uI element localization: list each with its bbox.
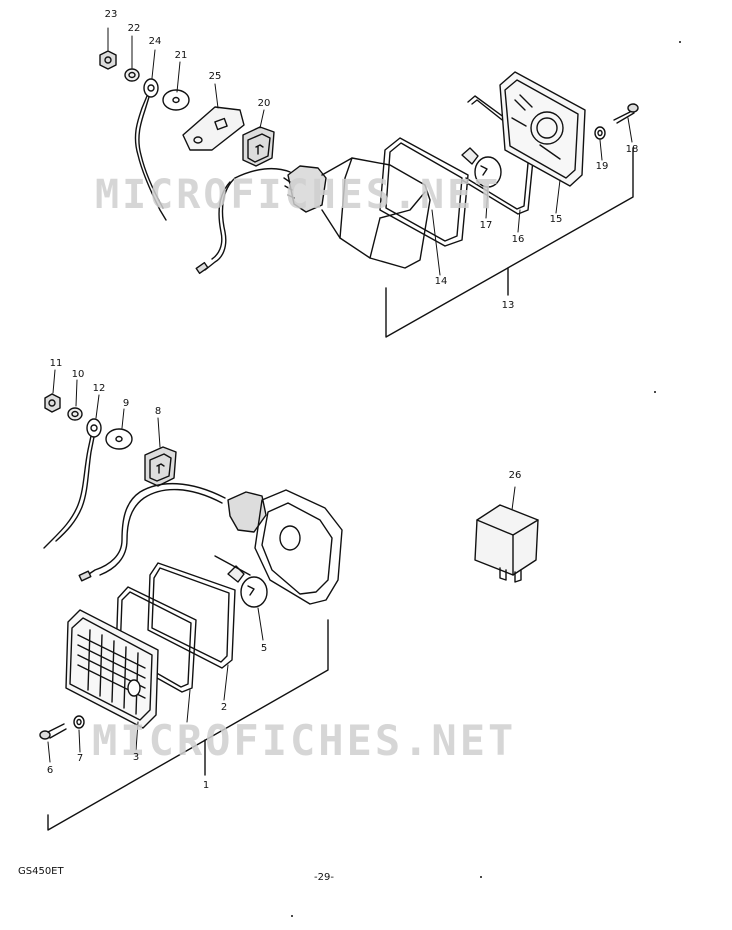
relay-26-part xyxy=(474,504,539,583)
leader-lines-lower xyxy=(47,369,516,763)
callout-19: 19 xyxy=(595,161,609,172)
bulb-17-part xyxy=(461,147,502,188)
washer-19-part xyxy=(594,126,606,140)
washer-21-part xyxy=(162,89,190,111)
callout-5: 5 xyxy=(260,643,268,654)
callout-1: 1 xyxy=(202,780,210,791)
page-number: -29- xyxy=(314,872,334,883)
washer-22-part xyxy=(124,68,140,82)
callout-15: 15 xyxy=(549,214,563,225)
turn-signal-housing-upper xyxy=(195,157,431,275)
lens-3-part xyxy=(65,609,159,729)
callout-9: 9 xyxy=(122,398,130,409)
callout-7: 7 xyxy=(76,753,84,764)
turn-signal-housing-lower xyxy=(78,483,343,605)
screw-6-part xyxy=(39,723,67,740)
callout-18: 18 xyxy=(625,144,639,155)
bracket-plate-25-part xyxy=(182,106,245,151)
callout-14: 14 xyxy=(434,276,448,287)
callout-2: 2 xyxy=(220,702,228,713)
callout-25: 25 xyxy=(208,71,222,82)
callout-21: 21 xyxy=(174,50,188,61)
group-bracket-13 xyxy=(385,147,634,338)
washer-9-part xyxy=(105,428,133,450)
ground-lead-24-part xyxy=(134,78,167,221)
watermark-upper: MICROFICHES.NET xyxy=(95,172,502,218)
callout-6: 6 xyxy=(46,765,54,776)
callout-20: 20 xyxy=(257,98,271,109)
callout-13: 13 xyxy=(501,300,515,311)
scan-specks xyxy=(291,41,681,917)
nut-11-part xyxy=(44,393,61,413)
callout-17: 17 xyxy=(479,220,493,231)
screw-18-part xyxy=(613,103,639,124)
group-bracket-1 xyxy=(47,619,329,831)
callout-16: 16 xyxy=(511,234,525,245)
watermark-lower: MICROFICHES.NET xyxy=(92,716,517,765)
model-code: GS450ET xyxy=(18,866,64,877)
leader-lines-upper xyxy=(107,27,633,276)
callout-23: 23 xyxy=(104,9,118,20)
nut-23-part xyxy=(99,50,117,70)
callout-22: 22 xyxy=(127,23,141,34)
gasket-14-part xyxy=(379,137,469,247)
callout-10: 10 xyxy=(71,369,85,380)
callout-3: 3 xyxy=(132,752,140,763)
grommet-8-part xyxy=(144,446,177,487)
callout-24: 24 xyxy=(148,36,162,47)
washer-10-part xyxy=(67,407,83,421)
callout-12: 12 xyxy=(92,383,106,394)
grommet-20-part xyxy=(242,126,275,167)
lens-15-part xyxy=(499,71,586,187)
washer-7-part xyxy=(73,715,85,729)
callout-26: 26 xyxy=(508,470,522,481)
callout-11: 11 xyxy=(49,358,63,369)
ground-lead-12-part xyxy=(43,418,102,549)
gasket-2-part xyxy=(147,562,236,669)
bulb-5-part xyxy=(214,555,268,608)
callout-8: 8 xyxy=(154,406,162,417)
gasket-16-part xyxy=(461,95,536,215)
